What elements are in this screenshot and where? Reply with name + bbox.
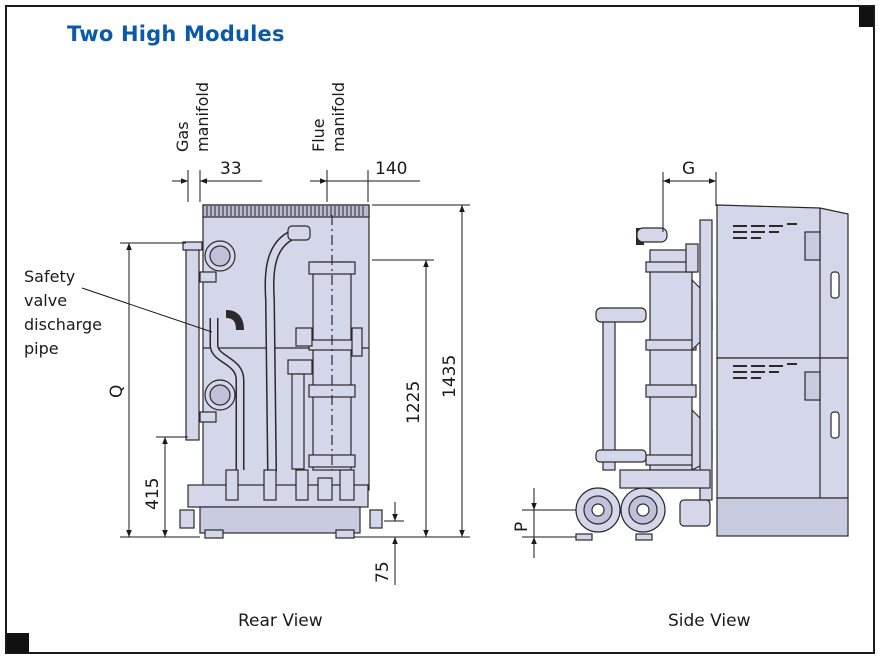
side-cabinet-lower [716,357,849,499]
flue-manifold-label-line1: Flue [309,118,328,152]
side-view [575,204,849,541]
dim-height-415: 415 [143,478,163,510]
rear-view [179,204,383,539]
dim-flue-offset: 140 [375,159,407,179]
safety-valve-label-line4: pipe [24,339,59,358]
side-labels: G P Side View [512,159,751,631]
rear-dimensions [81,170,470,585]
dim-height-75: 75 [373,561,393,583]
side-dimensions [522,172,717,558]
side-base [716,497,849,537]
gas-manifold-label-line2: manifold [193,82,212,152]
page-title: Two High Modules [67,22,285,46]
corner-mark-top-right [859,7,873,27]
side-flue-manifold [649,249,693,471]
flue-manifold-label-line2: manifold [329,82,348,152]
dim-height-flue: 1225 [404,381,424,424]
rear-gas-manifold-pipe [185,244,200,441]
dim-height-total: 1435 [440,355,460,398]
dim-q: Q [107,385,127,398]
side-cabinet-upper [716,204,849,359]
side-return-pipe [602,309,616,471]
rear-top-grille [202,204,370,218]
corner-mark-bottom-left [7,633,29,653]
safety-valve-label-line3: discharge [24,315,102,334]
safety-valve-label-line2: valve [24,291,67,310]
gas-manifold-label-line1: Gas [173,121,192,152]
rear-base [199,506,361,534]
dim-g: G [682,159,695,179]
dim-gas-offset: 33 [220,159,242,179]
caption-side-view: Side View [668,611,751,631]
rear-gas-manifold-cap [182,241,203,251]
rear-labels: Gas manifold Flue manifold Safety valve … [24,82,460,631]
caption-rear-view: Rear View [238,611,323,631]
safety-valve-label-line1: Safety [24,267,75,286]
dim-p: P [512,522,532,532]
